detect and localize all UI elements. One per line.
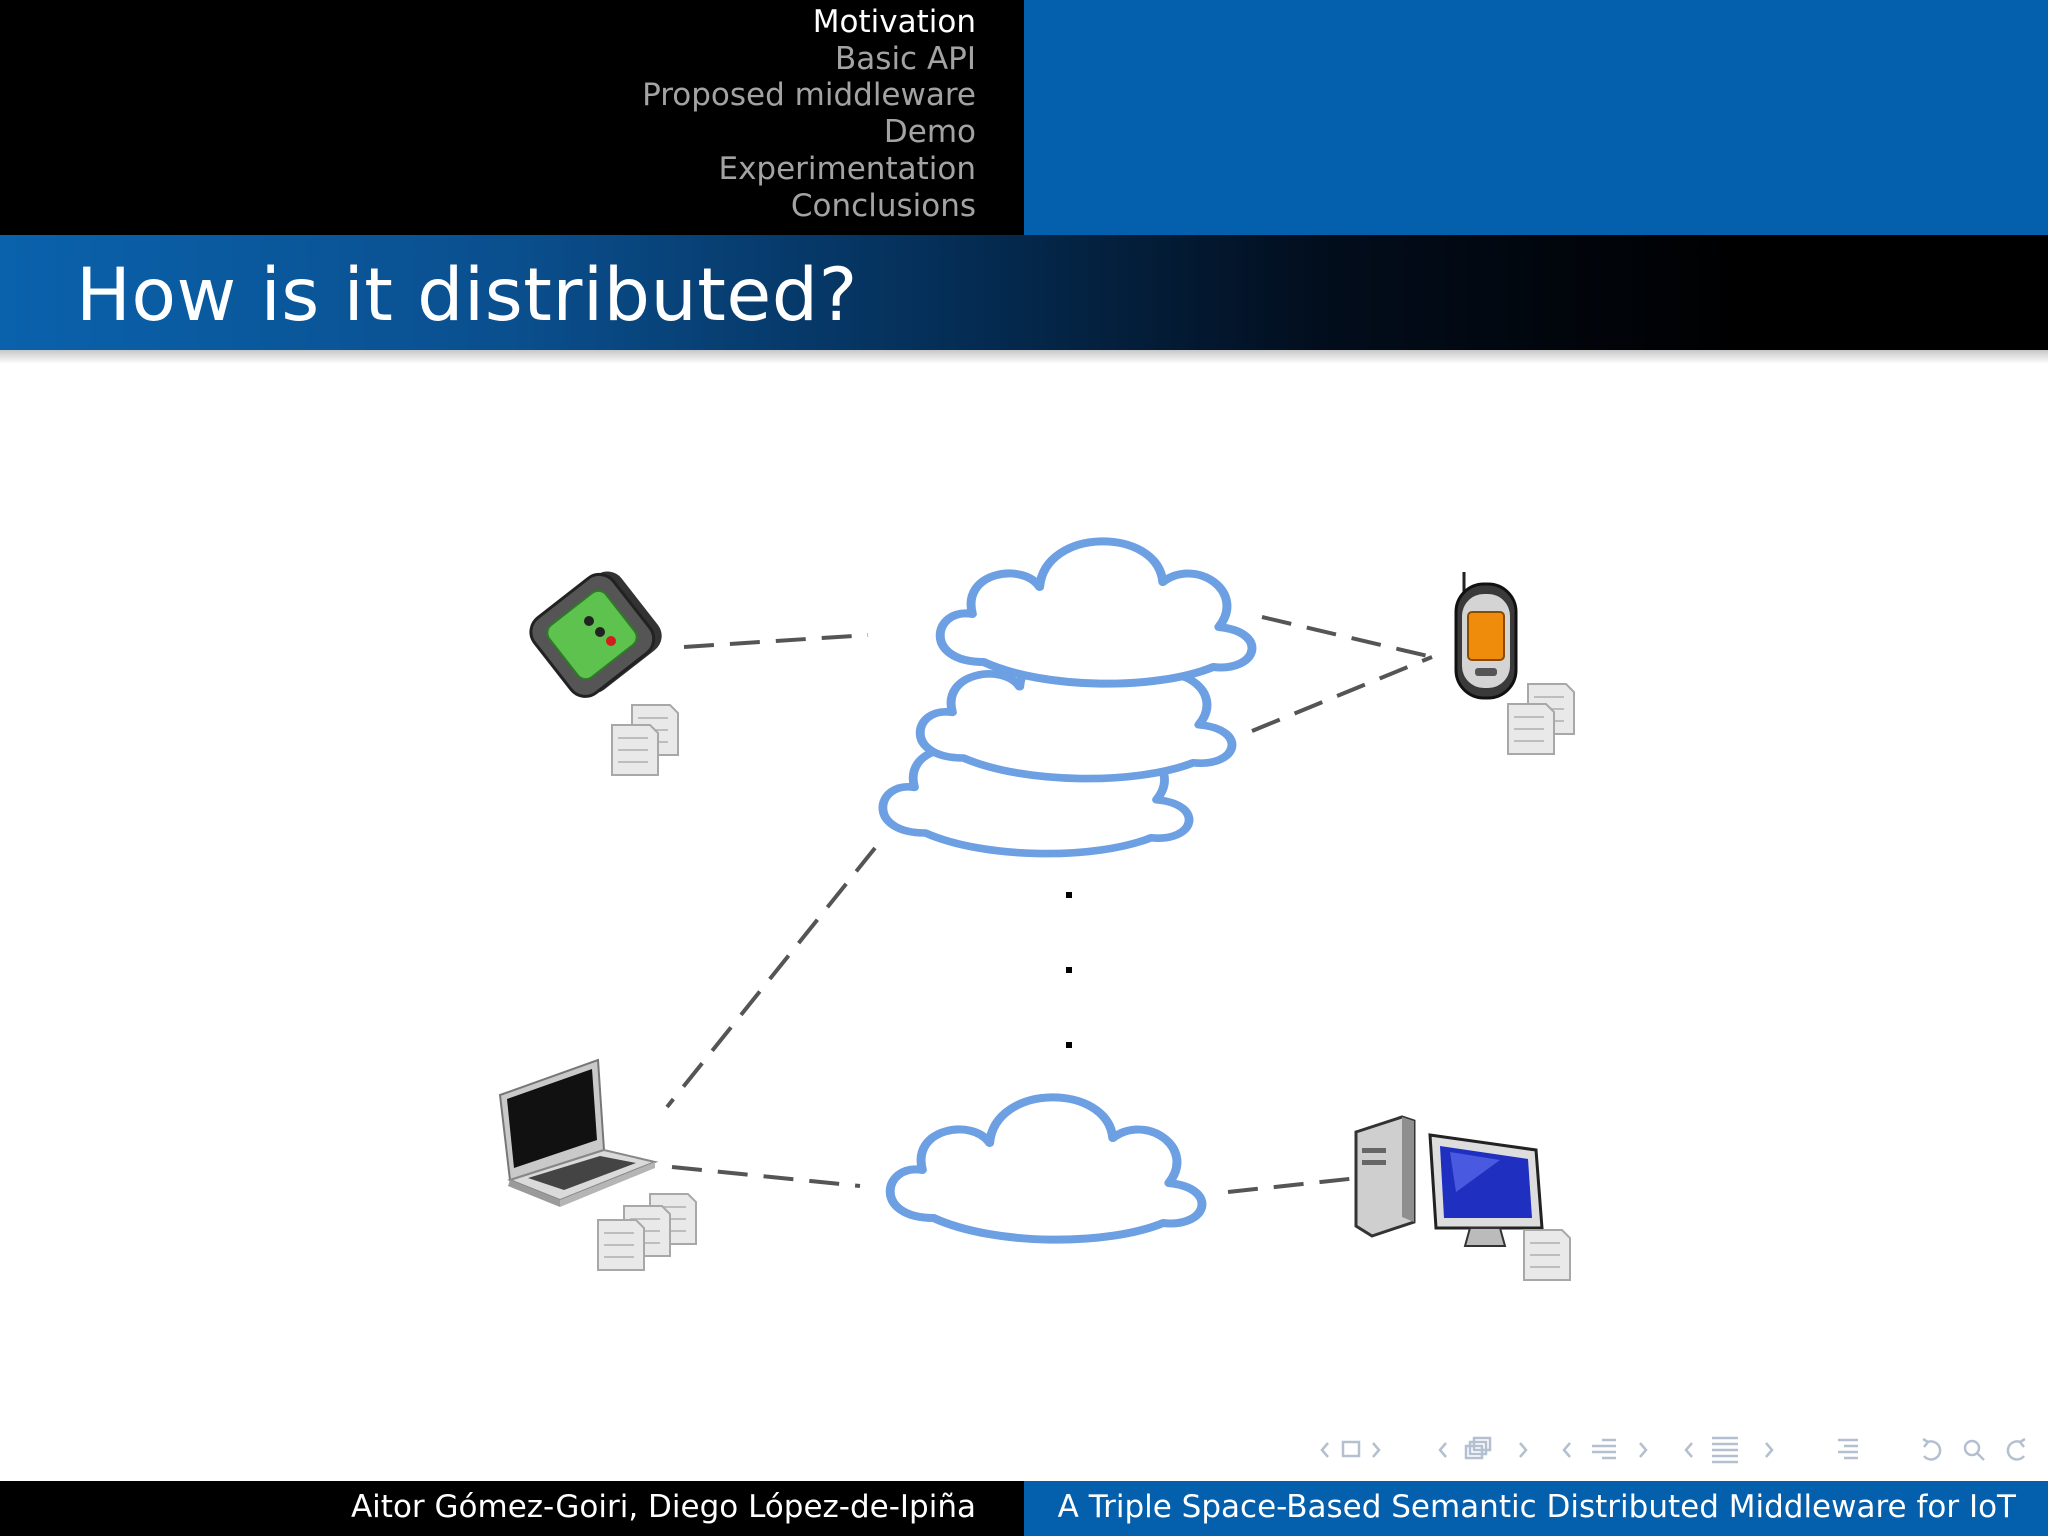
distribution-diagram [498,364,1575,1281]
arrow-right-icon[interactable] [1765,1442,1774,1458]
arrow-right-icon[interactable] [1372,1442,1381,1458]
desktop-computer-icon[interactable] [1354,1115,1544,1247]
footer-talk-title: A Triple Space-Based Semantic Distribute… [1057,1489,2016,1525]
link-laptop-to-cloud [671,1165,861,1188]
title-shadow [0,350,2048,364]
cloud-icon [940,541,1252,683]
arrow-right-icon[interactable] [1519,1442,1528,1458]
section-link-conclusions[interactable]: Conclusions [790,187,976,224]
arrow-left-icon[interactable] [1438,1442,1447,1458]
slide-title: How is it distributed? [76,253,858,338]
ellipsis-dots [1066,892,1072,1048]
section-link-demo[interactable]: Demo [883,114,976,151]
subsection-icon[interactable] [1464,1436,1492,1460]
frame-icon[interactable] [1341,1440,1361,1458]
link-sensor-to-space [683,633,869,649]
mobile-phone-icon[interactable] [1454,572,1518,700]
presentation-icon[interactable] [1712,1436,1738,1464]
section-link-motivation[interactable]: Motivation [812,4,976,40]
cloud-single [890,1097,1202,1239]
laptop-icon[interactable] [498,1058,659,1207]
frame-title-bar: How is it distributed? [0,235,2048,350]
link-cloud-to-desktop [1227,1176,1359,1194]
arrow-left-icon[interactable] [1562,1442,1571,1458]
search-icon[interactable] [1963,1439,1985,1461]
redo-icon[interactable] [2006,1437,2026,1461]
undo-icon[interactable] [1922,1437,1942,1461]
link-space-to-phone-lower [1251,655,1433,733]
triple-docs-desktop [1523,1229,1571,1281]
navigation-controls [1320,1436,2026,1464]
triple-docs-phone [1507,683,1575,755]
footer-bar: Aitor Gómez-Goiri, Diego López-de-Ipiña … [0,1481,2048,1536]
toc-icon[interactable] [1838,1438,1858,1460]
arrow-right-icon[interactable] [1639,1442,1648,1458]
section-link-basic-api[interactable]: Basic API [835,40,976,77]
headline-left-panel: Motivation Basic API Proposed middleware… [0,0,1024,235]
arrow-left-icon[interactable] [1684,1442,1693,1458]
link-space-to-phone-upper [1261,615,1433,659]
section-icon[interactable] [1592,1438,1616,1460]
triple-docs-sensor [611,704,679,776]
cloud-icon [890,1097,1202,1239]
arrow-left-icon[interactable] [1320,1442,1329,1458]
sensor-node-icon[interactable] [524,564,669,703]
triple-docs-laptop [597,1193,697,1271]
link-lines [665,615,1433,1194]
footer-right-panel: A Triple Space-Based Semantic Distribute… [1024,1481,2048,1536]
footer-authors: Aitor Gómez-Goiri, Diego López-de-Ipiña [350,1489,976,1525]
headline-right-panel [1024,0,2048,235]
link-space-to-laptop [665,846,877,1109]
headline-bar: Motivation Basic API Proposed middleware… [0,0,2048,235]
footer-left-panel: Aitor Gómez-Goiri, Diego López-de-Ipiña [0,1481,1024,1536]
section-link-experimentation[interactable]: Experimentation [718,150,977,187]
section-navigation: Motivation Basic API Proposed middleware… [642,4,976,224]
cloud-stack [883,541,1252,853]
section-link-proposed-middleware[interactable]: Proposed middleware [642,77,976,114]
